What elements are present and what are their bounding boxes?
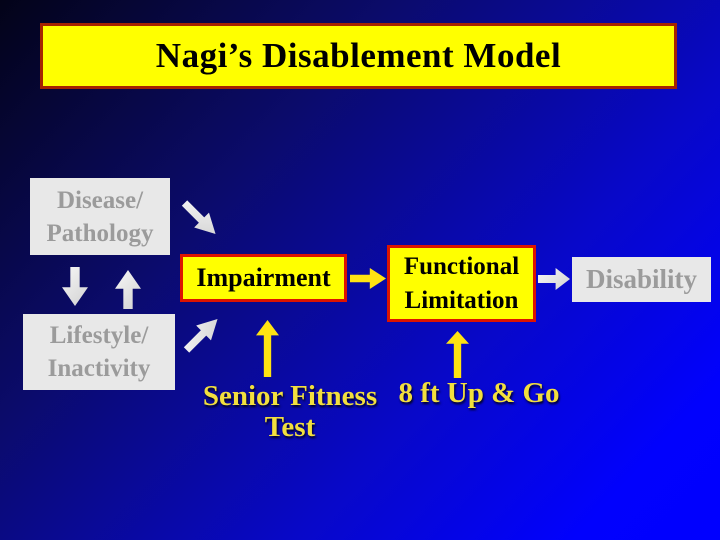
slide-title-box: Nagi’s Disablement Model — [40, 23, 677, 89]
disease-pathology-box: Disease/ Pathology — [30, 178, 170, 255]
functional-limitation-line2: Limitation — [404, 286, 519, 314]
arrow-up-icon — [115, 270, 141, 309]
arrow-diagonal-down-right-icon — [177, 196, 223, 242]
senior-fitness-line2: Test — [264, 411, 316, 443]
senior-fitness-test-label: Senior Fitness Test — [195, 381, 385, 443]
functional-limitation-box: Functional Limitation — [387, 245, 536, 322]
arrow-down-icon — [62, 267, 88, 306]
slide-title: Nagi’s Disablement Model — [155, 36, 562, 75]
arrow-right-icon — [538, 268, 570, 290]
disability-box: Disability — [572, 257, 711, 302]
lifestyle-inactivity-line1: Lifestyle/ — [49, 322, 149, 349]
impairment-box: Impairment — [180, 254, 347, 302]
disease-pathology-line1: Disease/ — [56, 186, 144, 214]
senior-fitness-line1: Senior Fitness — [202, 380, 378, 412]
lifestyle-inactivity-line2: Inactivity — [47, 355, 151, 382]
yellow-arrow-up-up-go-icon — [446, 331, 469, 378]
impairment-label: Impairment — [196, 263, 331, 292]
functional-limitation-line1: Functional — [403, 252, 520, 280]
yellow-arrow-right-icon — [350, 268, 386, 289]
disease-pathology-line2: Pathology — [46, 219, 154, 247]
arrow-diagonal-up-right-icon — [179, 312, 225, 358]
yellow-arrow-up-senior-fitness-icon — [256, 320, 279, 377]
lifestyle-inactivity-box: Lifestyle/ Inactivity — [23, 314, 175, 390]
disability-label: Disability — [585, 264, 698, 294]
eight-ft-up-and-go-label: 8 ft Up & Go — [398, 377, 560, 409]
